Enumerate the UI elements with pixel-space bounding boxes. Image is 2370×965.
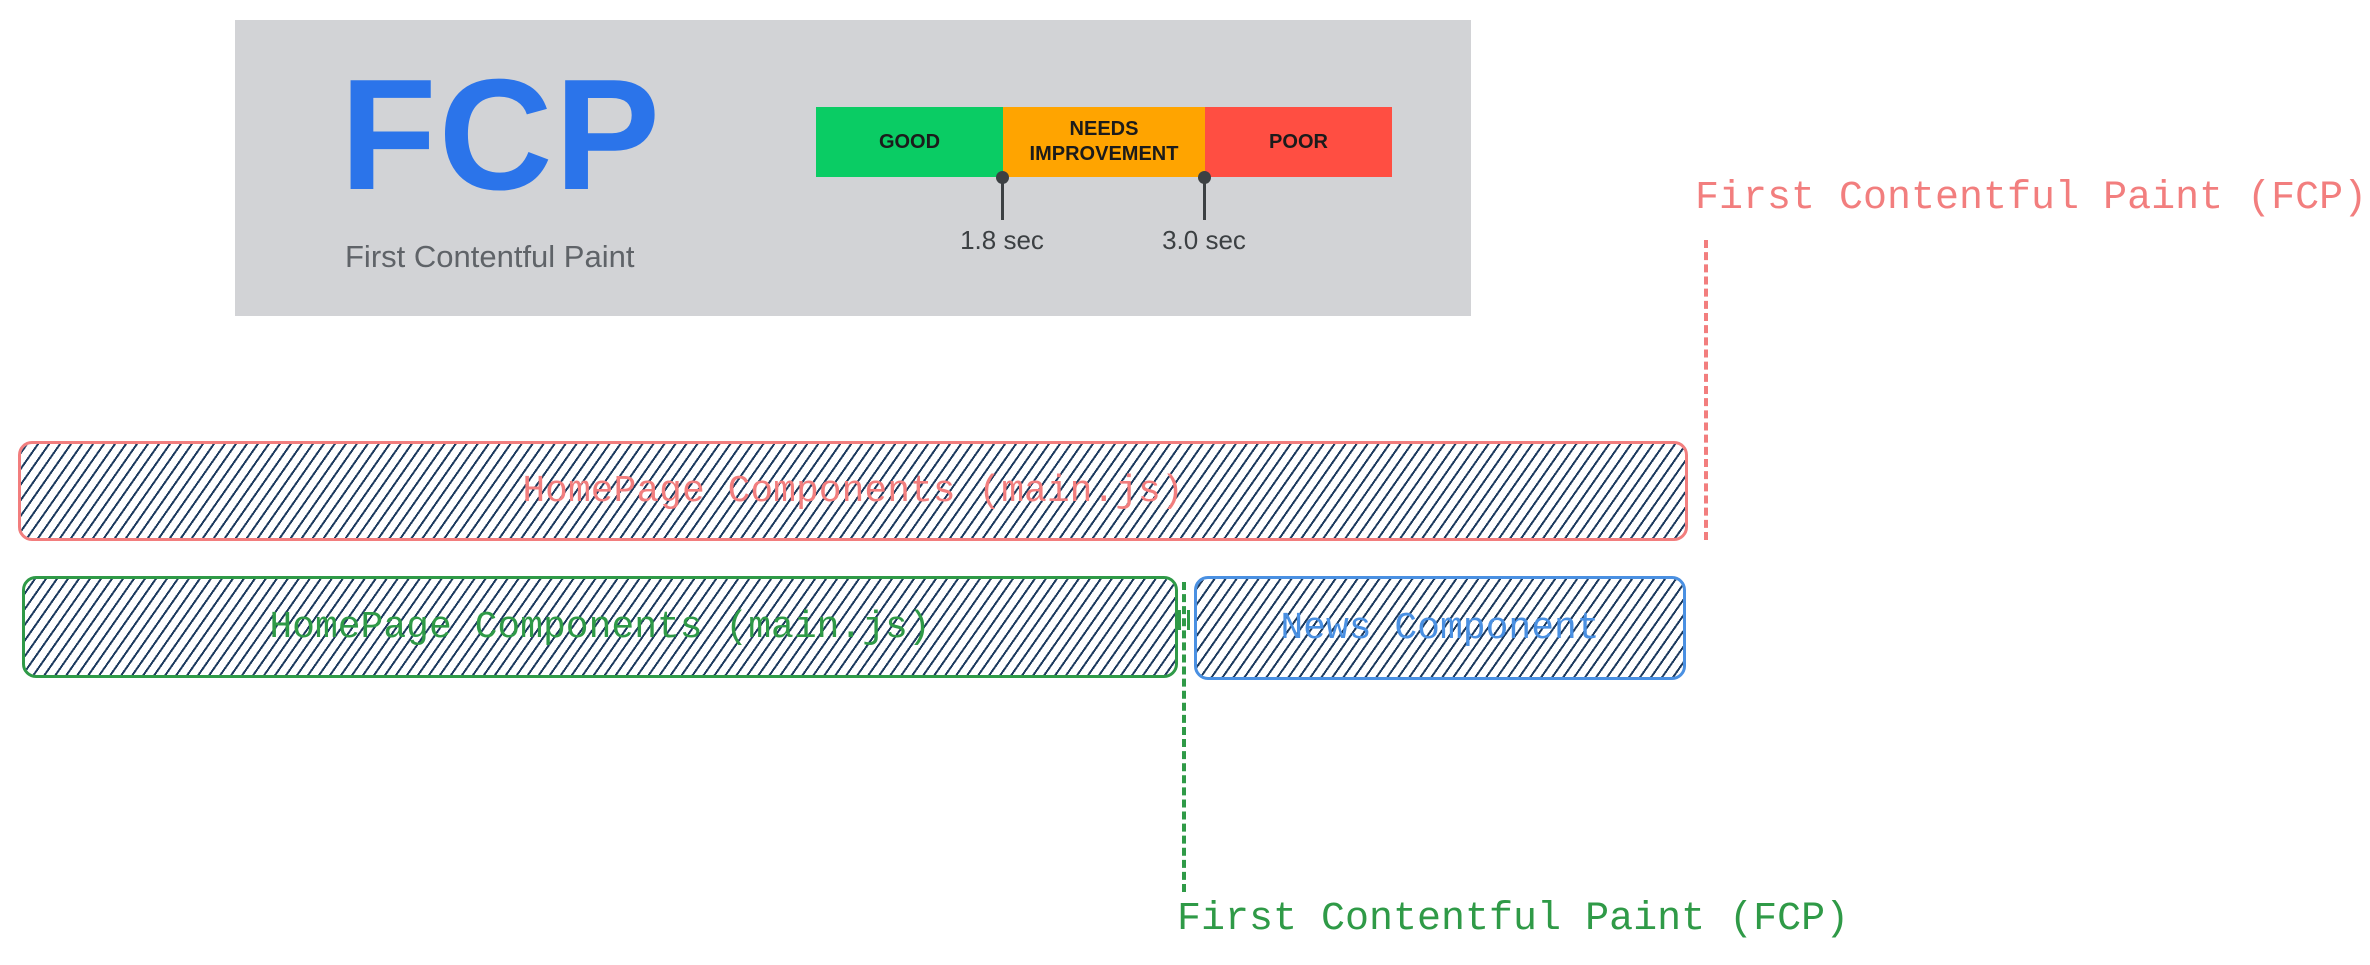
hatch-fill	[1197, 579, 1683, 677]
threshold-marker-good	[996, 171, 1009, 220]
segment-poor: POOR	[1205, 107, 1392, 177]
split-connector	[1178, 610, 1190, 630]
fcp-annotation-green: First Contentful Paint (FCP)	[1177, 897, 1850, 942]
fcp-dashed-line-green	[1182, 582, 1186, 892]
threshold-marker-poor	[1198, 171, 1211, 220]
fcp-threshold-card: FCP First Contentful Paint GOOD NEEDS IM…	[235, 20, 1471, 316]
segment-needs-improvement: NEEDS IMPROVEMENT	[1003, 107, 1205, 177]
segment-needs-improvement-label: NEEDS IMPROVEMENT	[1029, 118, 1179, 165]
bar-label: News Component	[1280, 606, 1600, 650]
homepage-components-bar-split: HomePage Components (main.js)	[22, 576, 1178, 678]
fcp-subtitle: First Contentful Paint	[345, 239, 635, 274]
fcp-title: FCP	[340, 47, 662, 223]
segment-good-label: GOOD	[878, 130, 941, 153]
threshold-scale: GOOD NEEDS IMPROVEMENT POOR	[816, 107, 1392, 177]
threshold-label-poor: 3.0 sec	[1162, 225, 1246, 255]
bar-label: HomePage Components (main.js)	[269, 605, 931, 649]
hatch-fill	[25, 579, 1175, 675]
fcp-annotation-red: First Contentful Paint (FCP)	[1695, 176, 2368, 221]
segment-poor-label: POOR	[1269, 130, 1328, 153]
homepage-components-bar-full: HomePage Components (main.js)	[18, 441, 1688, 541]
threshold-label-good: 1.8 sec	[960, 225, 1044, 255]
hatch-fill	[21, 444, 1685, 538]
news-component-bar: News Component	[1194, 576, 1686, 680]
fcp-dashed-line-red	[1704, 240, 1708, 540]
bar-label: HomePage Components (main.js)	[522, 469, 1184, 513]
segment-good: GOOD	[816, 107, 1003, 177]
